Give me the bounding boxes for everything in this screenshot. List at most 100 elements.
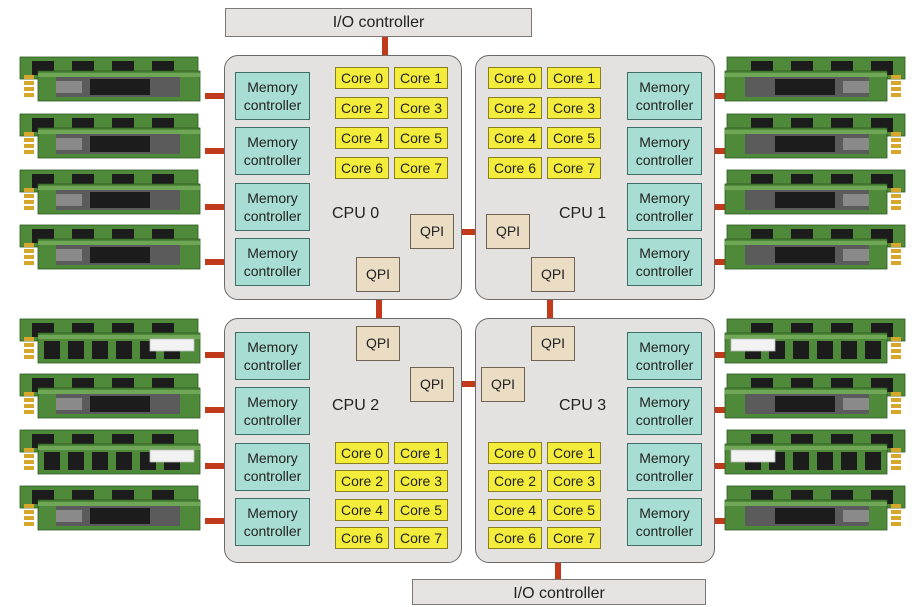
core: Core 3: [394, 470, 448, 492]
core: Core 7: [547, 527, 601, 549]
core: Core 0: [488, 442, 542, 464]
cpu-0: Memory controller Memory controller Memo…: [224, 55, 462, 300]
io-top-link: [382, 36, 388, 58]
qpi-port: QPI: [481, 367, 525, 402]
core: Core 5: [394, 499, 448, 521]
io-bottom-link: [555, 561, 561, 581]
core: Core 0: [335, 67, 389, 89]
memory-link-right-5: [698, 352, 732, 358]
io-controller-bottom: I/O controller: [412, 579, 706, 605]
memory-module-icon: [720, 223, 915, 273]
core: Core 0: [488, 67, 542, 89]
core: Core 5: [394, 127, 448, 149]
cpu-2: Memory controller Memory controller Memo…: [224, 318, 462, 563]
memory-controller: Memory controller: [627, 387, 702, 435]
cpu-label: CPU 2: [332, 397, 380, 414]
core: Core 1: [547, 67, 601, 89]
qpi-link-cpu0-cpu2: [376, 292, 382, 328]
core: Core 0: [335, 442, 389, 464]
io-controller-top: I/O controller: [225, 8, 532, 37]
memory-controller: Memory controller: [627, 72, 702, 120]
memory-module-icon: [720, 112, 915, 162]
memory-link-left-3: [205, 204, 237, 210]
memory-link-right-4: [698, 259, 732, 265]
memory-module-icon: [720, 317, 915, 367]
core: Core 3: [547, 97, 601, 119]
memory-module-icon: [10, 428, 205, 478]
core: Core 2: [488, 97, 542, 119]
memory-controller: Memory controller: [235, 183, 310, 231]
memory-module-icon: [720, 428, 915, 478]
memory-controller: Memory controller: [235, 443, 310, 491]
qpi-port: QPI: [356, 257, 400, 292]
memory-controller: Memory controller: [627, 127, 702, 175]
memory-link-left-7: [205, 463, 237, 469]
memory-module-icon: [10, 112, 205, 162]
qpi-port: QPI: [531, 326, 575, 361]
qpi-port: QPI: [356, 326, 400, 361]
memory-module-icon: [720, 55, 915, 105]
memory-module-icon: [10, 372, 205, 422]
core: Core 7: [547, 157, 601, 179]
core: Core 1: [547, 442, 601, 464]
memory-controller: Memory controller: [627, 498, 702, 546]
core: Core 6: [488, 157, 542, 179]
core: Core 6: [335, 527, 389, 549]
core: Core 4: [488, 127, 542, 149]
qpi-port: QPI: [486, 214, 530, 249]
memory-controller: Memory controller: [627, 332, 702, 380]
memory-controller: Memory controller: [235, 498, 310, 546]
memory-controller: Memory controller: [235, 387, 310, 435]
memory-link-right-8: [698, 518, 732, 524]
memory-link-left-8: [205, 518, 237, 524]
core: Core 4: [335, 127, 389, 149]
core: Core 5: [547, 127, 601, 149]
core: Core 3: [547, 470, 601, 492]
core: Core 7: [394, 527, 448, 549]
memory-link-left-2: [205, 148, 237, 154]
core: Core 2: [488, 470, 542, 492]
core: Core 2: [335, 470, 389, 492]
core: Core 6: [335, 157, 389, 179]
core: Core 1: [394, 442, 448, 464]
cpu-label: CPU 3: [559, 397, 607, 414]
core: Core 1: [394, 67, 448, 89]
memory-controller: Memory controller: [627, 183, 702, 231]
memory-controller: Memory controller: [235, 238, 310, 286]
core: Core 2: [335, 97, 389, 119]
memory-module-icon: [720, 168, 915, 218]
memory-controller: Memory controller: [627, 238, 702, 286]
core: Core 3: [394, 97, 448, 119]
core: Core 4: [488, 499, 542, 521]
core: Core 7: [394, 157, 448, 179]
memory-module-icon: [10, 223, 205, 273]
memory-module-icon: [10, 484, 205, 534]
memory-module-icon: [10, 168, 205, 218]
cpu-label: CPU 0: [332, 205, 380, 222]
memory-module-icon: [10, 317, 205, 367]
core: Core 4: [335, 499, 389, 521]
core: Core 5: [547, 499, 601, 521]
memory-module-icon: [720, 372, 915, 422]
cpu-3: QPI QPI CPU 3 Memory controller Memory c…: [475, 318, 715, 563]
memory-controller: Memory controller: [627, 443, 702, 491]
memory-link-left-6: [205, 407, 237, 413]
memory-link-right-2: [698, 148, 732, 154]
qpi-port: QPI: [531, 257, 575, 292]
cpu-label: CPU 1: [559, 205, 607, 222]
qpi-link-cpu2-cpu3: [453, 381, 481, 387]
memory-controller: Memory controller: [235, 332, 310, 380]
memory-controller: Memory controller: [235, 127, 310, 175]
memory-link-right-1: [698, 93, 732, 99]
memory-link-right-7: [698, 463, 732, 469]
qpi-port: QPI: [410, 367, 454, 402]
qpi-port: QPI: [410, 214, 454, 249]
memory-link-right-6: [698, 407, 732, 413]
memory-link-left-1: [205, 93, 237, 99]
core: Core 6: [488, 527, 542, 549]
qpi-link-cpu1-cpu3: [547, 287, 553, 329]
memory-link-left-4: [205, 259, 237, 265]
memory-module-icon: [720, 484, 915, 534]
memory-link-left-5: [205, 352, 237, 358]
cpu-1: Core 0 Core 1 Core 2 Core 3 Core 4 Core …: [475, 55, 715, 300]
